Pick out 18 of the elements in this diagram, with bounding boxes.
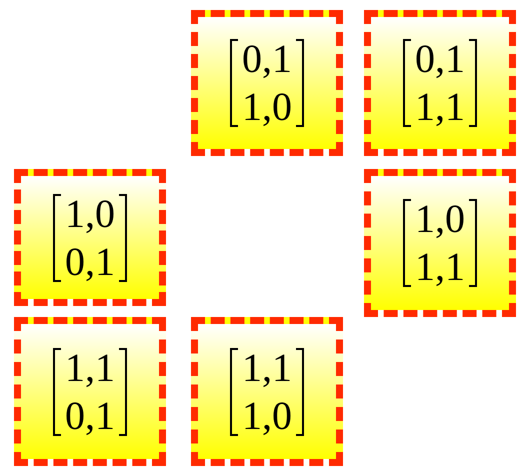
matrix-row: 1,1 [242,344,292,392]
matrix-box [191,317,343,466]
matrix-box [14,169,166,306]
matrix-row: 1,0 [65,190,115,238]
matrix-box [364,169,516,317]
matrix-box [191,10,343,156]
matrix-row: 1,0 [242,83,292,131]
matrix-box [14,317,166,466]
matrix-row: 1,1 [65,344,115,392]
matrix-row: 0,1 [65,392,115,440]
matrix-row: 0,1 [242,35,292,83]
matrix-row: 1,1 [415,83,465,131]
matrix-row: 1,0 [242,392,292,440]
matrix-row: 1,1 [415,243,465,291]
matrix-row: 0,1 [415,35,465,83]
matrix-box [364,10,516,156]
matrix-row: 1,0 [415,195,465,243]
matrix-row: 0,1 [65,238,115,286]
